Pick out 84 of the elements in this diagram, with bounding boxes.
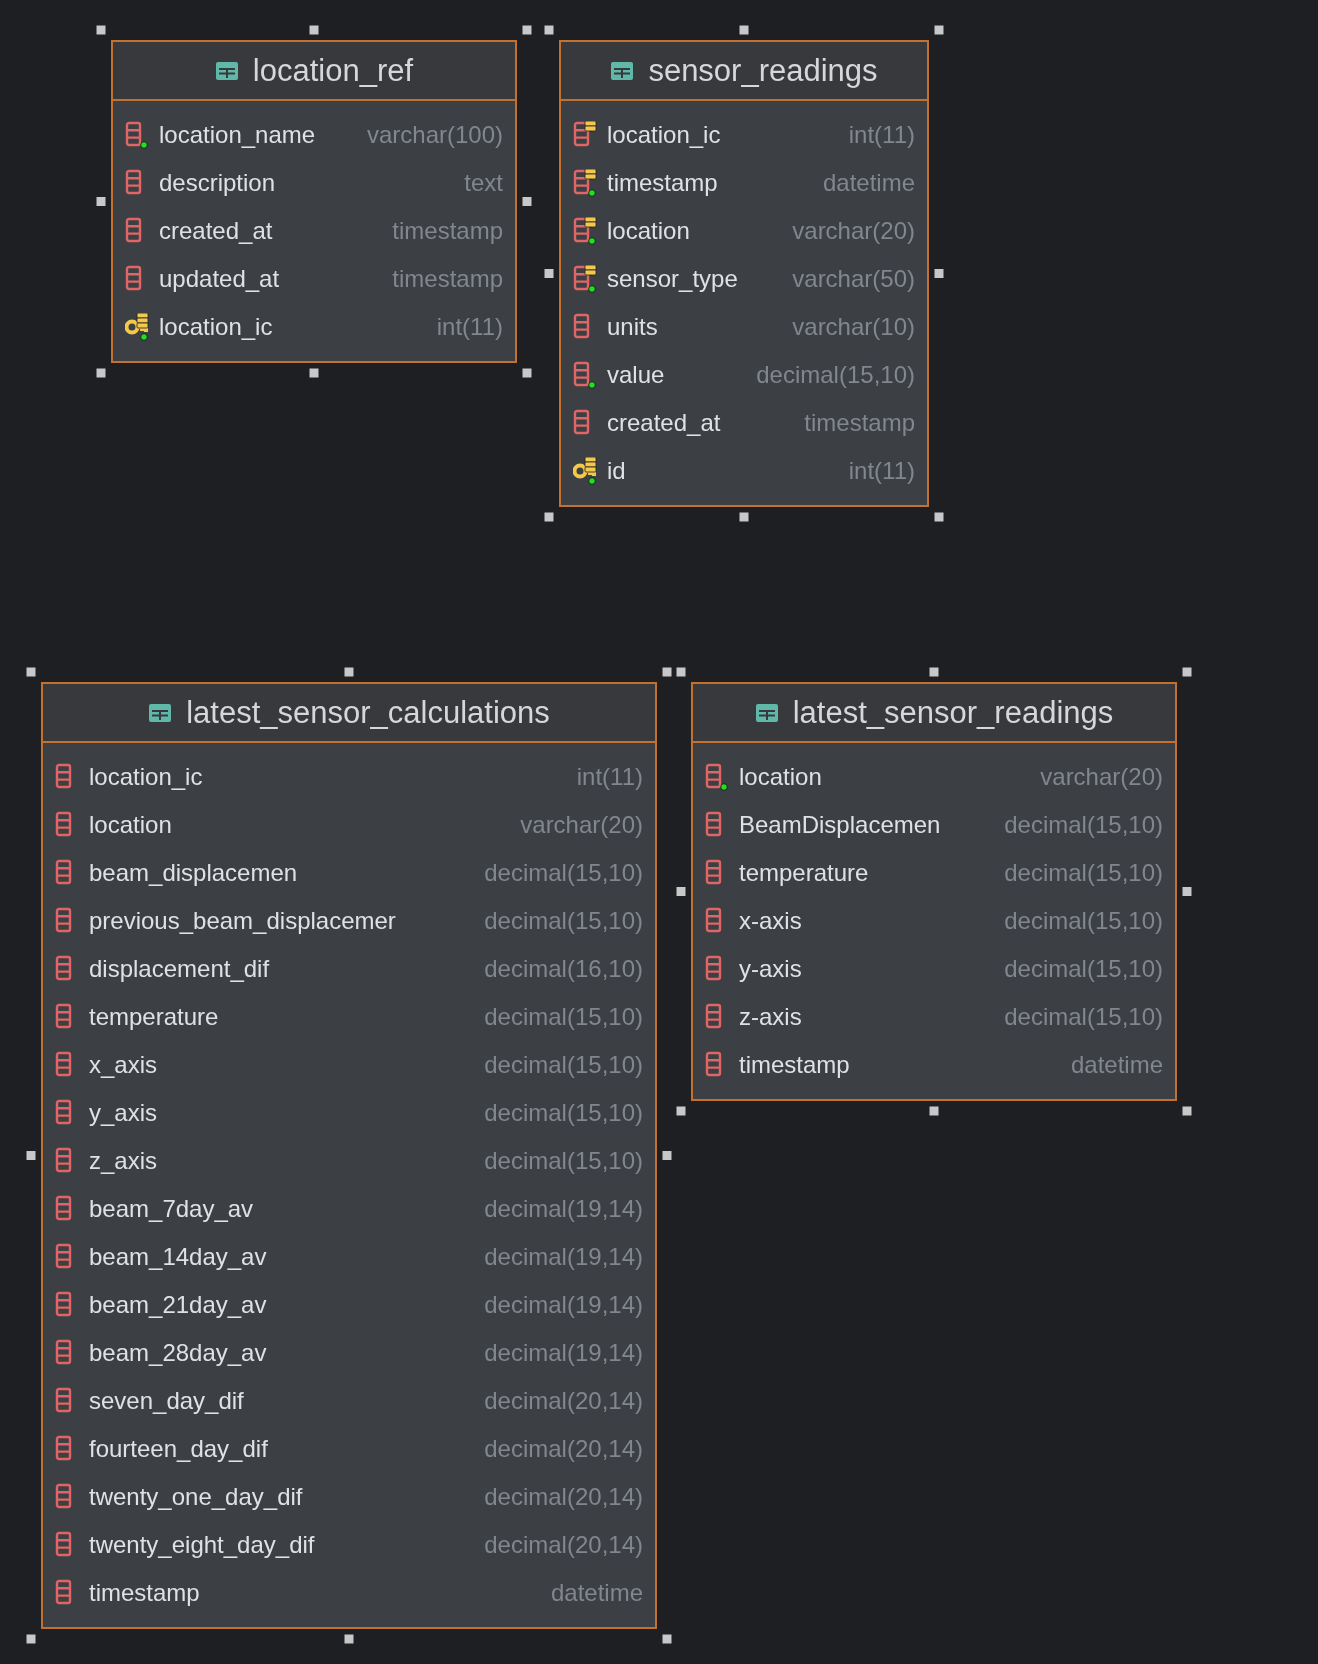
column-type: decimal(15,10): [484, 859, 643, 887]
column-type: decimal(20,14): [484, 1435, 643, 1463]
column-name: sensor_type: [607, 265, 738, 293]
column-name: x-axis: [739, 907, 802, 935]
column-type: decimal(15,10): [484, 1099, 643, 1127]
table-card: [559, 40, 929, 507]
column-type: decimal(19,14): [484, 1195, 643, 1223]
column-name: beam_7day_av: [89, 1195, 254, 1223]
column-type: decimal(19,14): [484, 1243, 643, 1271]
column-name: temperature: [739, 859, 869, 887]
table-card: [691, 682, 1177, 1101]
column-name: BeamDisplacemen: [739, 811, 941, 839]
column-name: timestamp: [739, 1051, 850, 1079]
column-name: id: [607, 457, 626, 485]
column-name: x_axis: [89, 1051, 158, 1079]
column-name: description: [159, 169, 276, 197]
column-name: location_ic: [89, 763, 203, 791]
column-type: decimal(15,10): [484, 1147, 643, 1175]
column-type: decimal(20,14): [484, 1387, 643, 1415]
column-type: int(11): [848, 121, 915, 149]
table-name: sensor_readings: [648, 52, 878, 89]
column-type: int(11): [576, 763, 643, 791]
column-type: decimal(15,10): [1004, 907, 1163, 935]
column-type: int(11): [436, 313, 503, 341]
column-type: decimal(19,14): [484, 1339, 643, 1367]
column-name: z_axis: [89, 1147, 158, 1175]
column-type: decimal(20,14): [484, 1483, 643, 1511]
column-type: text: [464, 169, 503, 197]
column-name: beam_displacemen: [89, 859, 298, 887]
column-name: beam_14day_av: [89, 1243, 267, 1271]
column-type: decimal(20,14): [484, 1531, 643, 1559]
column-type: varchar(100): [366, 121, 503, 149]
column-name: units: [607, 313, 658, 341]
column-type: decimal(15,10): [1004, 859, 1163, 887]
column-name: timestamp: [89, 1579, 200, 1607]
table-name: location_ref: [252, 52, 414, 89]
column-type: decimal(15,10): [1004, 811, 1163, 839]
column-type: timestamp: [392, 265, 503, 293]
column-type: datetime: [550, 1579, 643, 1607]
column-name: location: [739, 763, 822, 791]
column-name: created_at: [159, 217, 273, 245]
column-name: temperature: [89, 1003, 219, 1031]
column-type: varchar(20): [520, 811, 643, 839]
column-type: datetime: [822, 169, 915, 197]
column-type: datetime: [1070, 1051, 1163, 1079]
column-type: decimal(15,10): [1004, 955, 1163, 983]
column-name: location_ic: [607, 121, 721, 149]
column-name: beam_28day_av: [89, 1339, 267, 1367]
column-type: decimal(19,14): [484, 1291, 643, 1319]
column-name: timestamp: [607, 169, 718, 197]
column-type: timestamp: [392, 217, 503, 245]
column-name: displacement_dif: [89, 955, 270, 983]
column-type: decimal(15,10): [484, 1051, 643, 1079]
column-name: updated_at: [159, 265, 280, 293]
column-name: created_at: [607, 409, 721, 437]
column-name: twenty_one_day_dif: [89, 1483, 303, 1511]
column-name: seven_day_dif: [89, 1387, 244, 1415]
column-name: y-axis: [739, 955, 802, 983]
column-type: varchar(20): [792, 217, 915, 245]
column-name: location: [89, 811, 172, 839]
table-name: latest_sensor_readings: [792, 694, 1114, 731]
column-name: location_name: [159, 121, 316, 149]
column-name: location_ic: [159, 313, 273, 341]
column-name: previous_beam_displacemer: [89, 907, 396, 935]
column-type: varchar(20): [1040, 763, 1163, 791]
column-name: y_axis: [89, 1099, 158, 1127]
column-type: decimal(15,10): [1004, 1003, 1163, 1031]
column-name: value: [607, 361, 665, 389]
column-name: twenty_eight_day_dif: [89, 1531, 315, 1559]
column-type: decimal(15,10): [756, 361, 915, 389]
column-name: location: [607, 217, 690, 245]
column-type: decimal(16,10): [484, 955, 643, 983]
column-name: z-axis: [739, 1003, 802, 1031]
column-type: decimal(15,10): [484, 1003, 643, 1031]
column-type: timestamp: [804, 409, 915, 437]
table-name: latest_sensor_calculations: [186, 694, 550, 731]
column-name: beam_21day_av: [89, 1291, 267, 1319]
table-card: [41, 682, 657, 1629]
column-type: int(11): [848, 457, 915, 485]
column-type: decimal(15,10): [484, 907, 643, 935]
column-type: varchar(50): [792, 265, 915, 293]
column-name: fourteen_day_dif: [89, 1435, 268, 1463]
table-card: [111, 40, 517, 363]
column-type: varchar(10): [792, 313, 915, 341]
